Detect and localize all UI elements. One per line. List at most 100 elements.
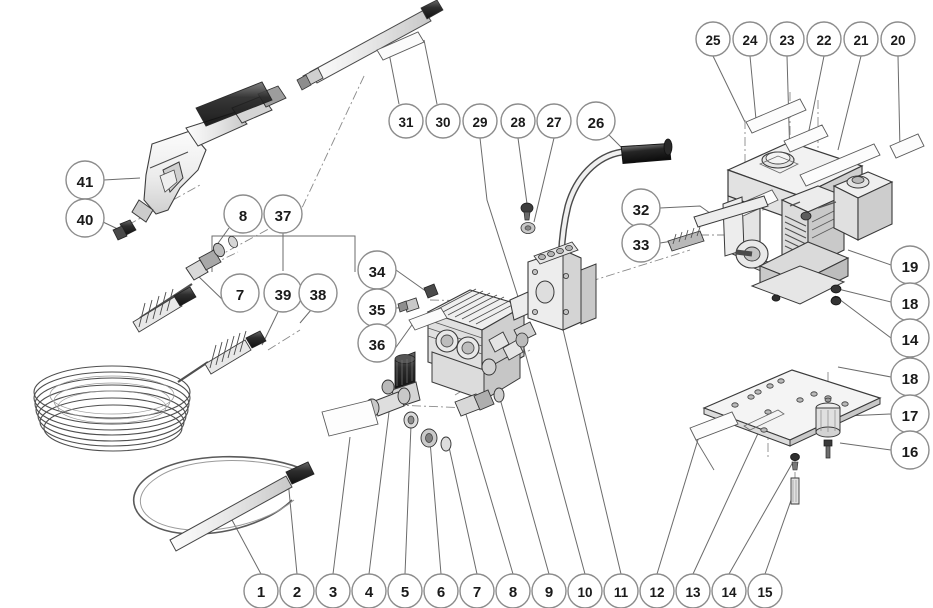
engine-side-hardware [667,195,769,252]
callout-label: 2 [293,584,301,601]
callout-gun-40[interactable]: 40 [65,198,105,238]
callout-bottom-13[interactable]: 13 [675,573,711,608]
callout-label: 12 [649,585,664,600]
callout-mid-30[interactable]: 30 [425,103,461,139]
callout-bottom-4[interactable]: 4 [351,573,387,608]
callout-label: 38 [310,287,327,304]
callout-label: 30 [435,115,450,130]
callout-label: 41 [77,174,94,191]
callout-label: 24 [742,33,758,48]
callout-right-18a[interactable]: 18 [890,282,930,322]
callout-label: 15 [757,585,773,600]
callout-top-21[interactable]: 21 [843,21,879,57]
callout-label: 11 [614,585,629,600]
callout-hose-37[interactable]: 37 [263,194,303,234]
callout-engine-32[interactable]: 32 [621,188,661,228]
base-plate-hardware [790,453,800,505]
callout-label: 23 [779,33,795,48]
hose-strain-relief-lower [204,330,267,375]
callout-label: 29 [472,115,487,130]
callout-bottom-2[interactable]: 2 [279,573,315,608]
callout-label: 17 [902,408,919,425]
callout-right-19[interactable]: 19 [890,245,930,285]
callout-label: 33 [633,237,650,254]
callout-mid-27[interactable]: 27 [536,103,572,139]
callout-label: 26 [588,115,605,132]
callout-hose-39[interactable]: 39 [263,273,303,313]
callout-label: 36 [369,337,386,354]
callout-top-25[interactable]: 25 [695,21,731,57]
callout-top-23[interactable]: 23 [769,21,805,57]
callout-bottom-15[interactable]: 15 [747,573,783,608]
callout-label: 7 [473,584,481,601]
callout-engine-33[interactable]: 33 [621,223,661,263]
pump-hardware [397,283,448,331]
callout-top-20[interactable]: 20 [880,21,916,57]
callout-bottom-7[interactable]: 7 [459,573,495,608]
callout-bubbles: 1 2 3 4 5 6 7 8 [65,21,930,608]
callout-mid-29[interactable]: 29 [462,103,498,139]
engine-assembly [722,141,894,305]
callout-mid-28[interactable]: 28 [500,103,536,139]
engine-mount-hardware [830,284,842,306]
callout-label: 34 [369,264,386,281]
callout-bottom-11[interactable]: 11 [603,573,639,608]
callout-label: 25 [705,33,721,48]
pump-fittings-group [381,321,537,452]
callout-right-17[interactable]: 17 [890,394,930,434]
callout-bottom-1[interactable]: 1 [243,573,279,608]
pump-assembly [426,288,533,401]
callout-label: 20 [890,33,905,48]
spray-gun [112,81,287,241]
callout-label: 4 [365,584,374,601]
callout-label: 37 [275,208,292,225]
callout-mid-26[interactable]: 26 [576,101,616,141]
callout-top-24[interactable]: 24 [732,21,768,57]
callout-top-22[interactable]: 22 [806,21,842,57]
callout-bottom-9[interactable]: 9 [531,573,567,608]
callout-bottom-8[interactable]: 8 [495,573,531,608]
decal-flag-left [321,399,379,437]
callout-label: 1 [257,584,265,601]
callout-label: 8 [239,208,247,225]
callout-right-18b[interactable]: 18 [890,357,930,397]
callout-label: 13 [685,585,701,600]
leader-lines [102,39,901,575]
chemical-siphon-hose [132,455,315,552]
callout-hose-38[interactable]: 38 [298,273,338,313]
callout-bottom-5[interactable]: 5 [387,573,423,608]
callout-label: 28 [510,115,526,130]
callout-bottom-12[interactable]: 12 [639,573,675,608]
vibration-isolator [815,397,841,459]
callout-gun-41[interactable]: 41 [65,160,105,200]
callout-label: 35 [369,302,386,319]
callout-label: 6 [437,584,445,601]
callout-bottom-3[interactable]: 3 [315,573,351,608]
callout-hose-8[interactable]: 8 [223,194,263,234]
callout-pump-34[interactable]: 34 [357,250,397,290]
lance-wand [296,0,444,91]
callout-label: 39 [275,287,292,304]
callout-right-14[interactable]: 14 [890,318,930,358]
callout-bottom-10[interactable]: 10 [567,573,603,608]
callout-mid-31[interactable]: 31 [388,103,424,139]
callout-label: 31 [398,115,414,130]
callout-label: 3 [329,584,337,601]
callout-label: 21 [853,33,869,48]
callout-label: 10 [577,585,592,600]
callout-bottom-6[interactable]: 6 [423,573,459,608]
callout-pump-35[interactable]: 35 [357,288,397,328]
callout-pump-36[interactable]: 36 [357,323,397,363]
callout-label: 9 [545,584,553,601]
callout-label: 7 [236,287,244,304]
callout-right-16[interactable]: 16 [890,430,930,470]
callout-label: 18 [902,371,919,388]
callout-bottom-14[interactable]: 14 [711,573,747,608]
callout-hose-7[interactable]: 7 [220,273,260,313]
callout-label: 27 [546,115,561,130]
callout-label: 16 [902,444,919,461]
callout-label: 14 [721,585,737,600]
callout-label: 18 [902,296,919,313]
callout-label: 14 [902,332,919,349]
